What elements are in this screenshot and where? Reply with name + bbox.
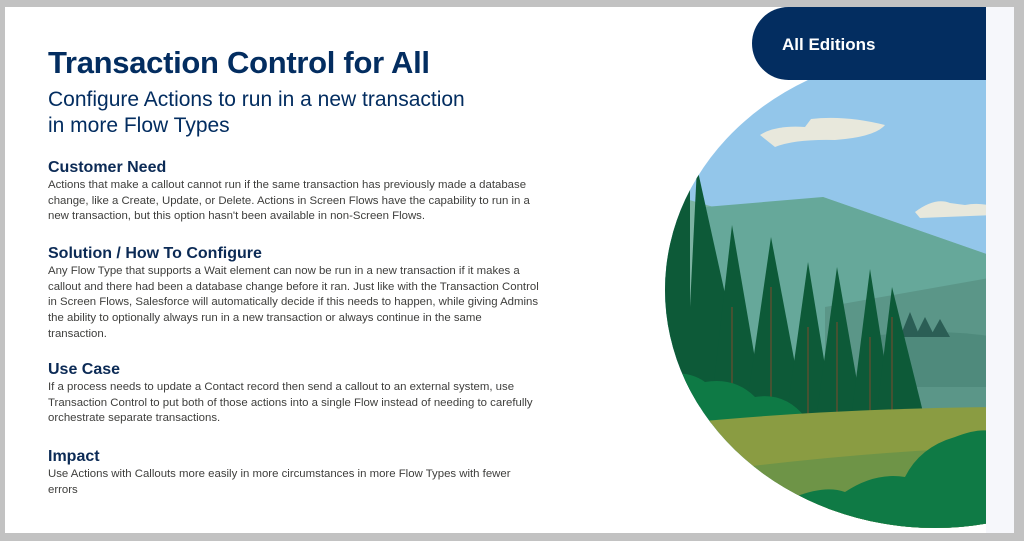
- body-line: Transaction Control to put both of those…: [48, 396, 533, 409]
- distant-trees: [900, 312, 950, 337]
- landscape-illustration: [665, 52, 1005, 528]
- section-body: If a process needs to update a Contact r…: [48, 380, 533, 427]
- body-line: callout and there had been a database ch…: [48, 280, 539, 293]
- body-line: transaction.: [48, 327, 107, 340]
- body-line: Actions that make a callout cannot run i…: [48, 179, 527, 191]
- section-heading: Use Case: [48, 361, 121, 378]
- body-line: Use Actions with Callouts more easily in…: [48, 468, 511, 480]
- section-impact: Impact Use Actions with Callouts more ea…: [48, 447, 511, 498]
- foreground-bushes: [795, 430, 995, 528]
- section-body: Any Flow Type that supports a Wait eleme…: [48, 264, 539, 343]
- page-title: Transaction Control for All: [48, 45, 430, 80]
- body-line: errors: [48, 483, 78, 496]
- section-body: Actions that make a callout cannot run i…: [48, 178, 530, 225]
- section-solution: Solution / How To Configure Any Flow Typ…: [48, 244, 539, 343]
- section-heading: Impact: [48, 448, 100, 465]
- body-line: new transaction, but this option hasn't …: [48, 210, 426, 223]
- editions-badge: All Editions: [752, 7, 986, 80]
- right-edge-strip: [986, 7, 1014, 533]
- body-line: orchestrate separate transactions.: [48, 412, 221, 425]
- section-body: Use Actions with Callouts more easily in…: [48, 467, 511, 498]
- section-heading: Solution / How To Configure: [48, 245, 262, 262]
- body-line: the ability to optionally always run in …: [48, 312, 482, 325]
- cloud: [760, 117, 885, 147]
- body-line: in Screen Flows, Salesforce will automat…: [48, 296, 539, 309]
- body-line: Any Flow Type that supports a Wait eleme…: [48, 265, 520, 277]
- section-heading: Customer Need: [48, 159, 167, 176]
- body-line: If a process needs to update a Contact r…: [48, 381, 515, 393]
- section-customer-need: Customer Need Actions that make a callou…: [48, 158, 530, 225]
- slide: All Editions Transaction Control for All…: [5, 7, 1014, 533]
- body-line: change, like a Create, Update, or Delete…: [48, 194, 530, 207]
- section-use-case: Use Case If a process needs to update a …: [48, 360, 533, 427]
- cloud: [915, 201, 995, 218]
- subtitle-line: Configure Actions to run in a new transa…: [48, 88, 465, 111]
- page-subtitle: Configure Actions to run in a new transa…: [48, 87, 465, 139]
- editions-badge-label: All Editions: [782, 35, 876, 54]
- subtitle-line: in more Flow Types: [48, 114, 230, 137]
